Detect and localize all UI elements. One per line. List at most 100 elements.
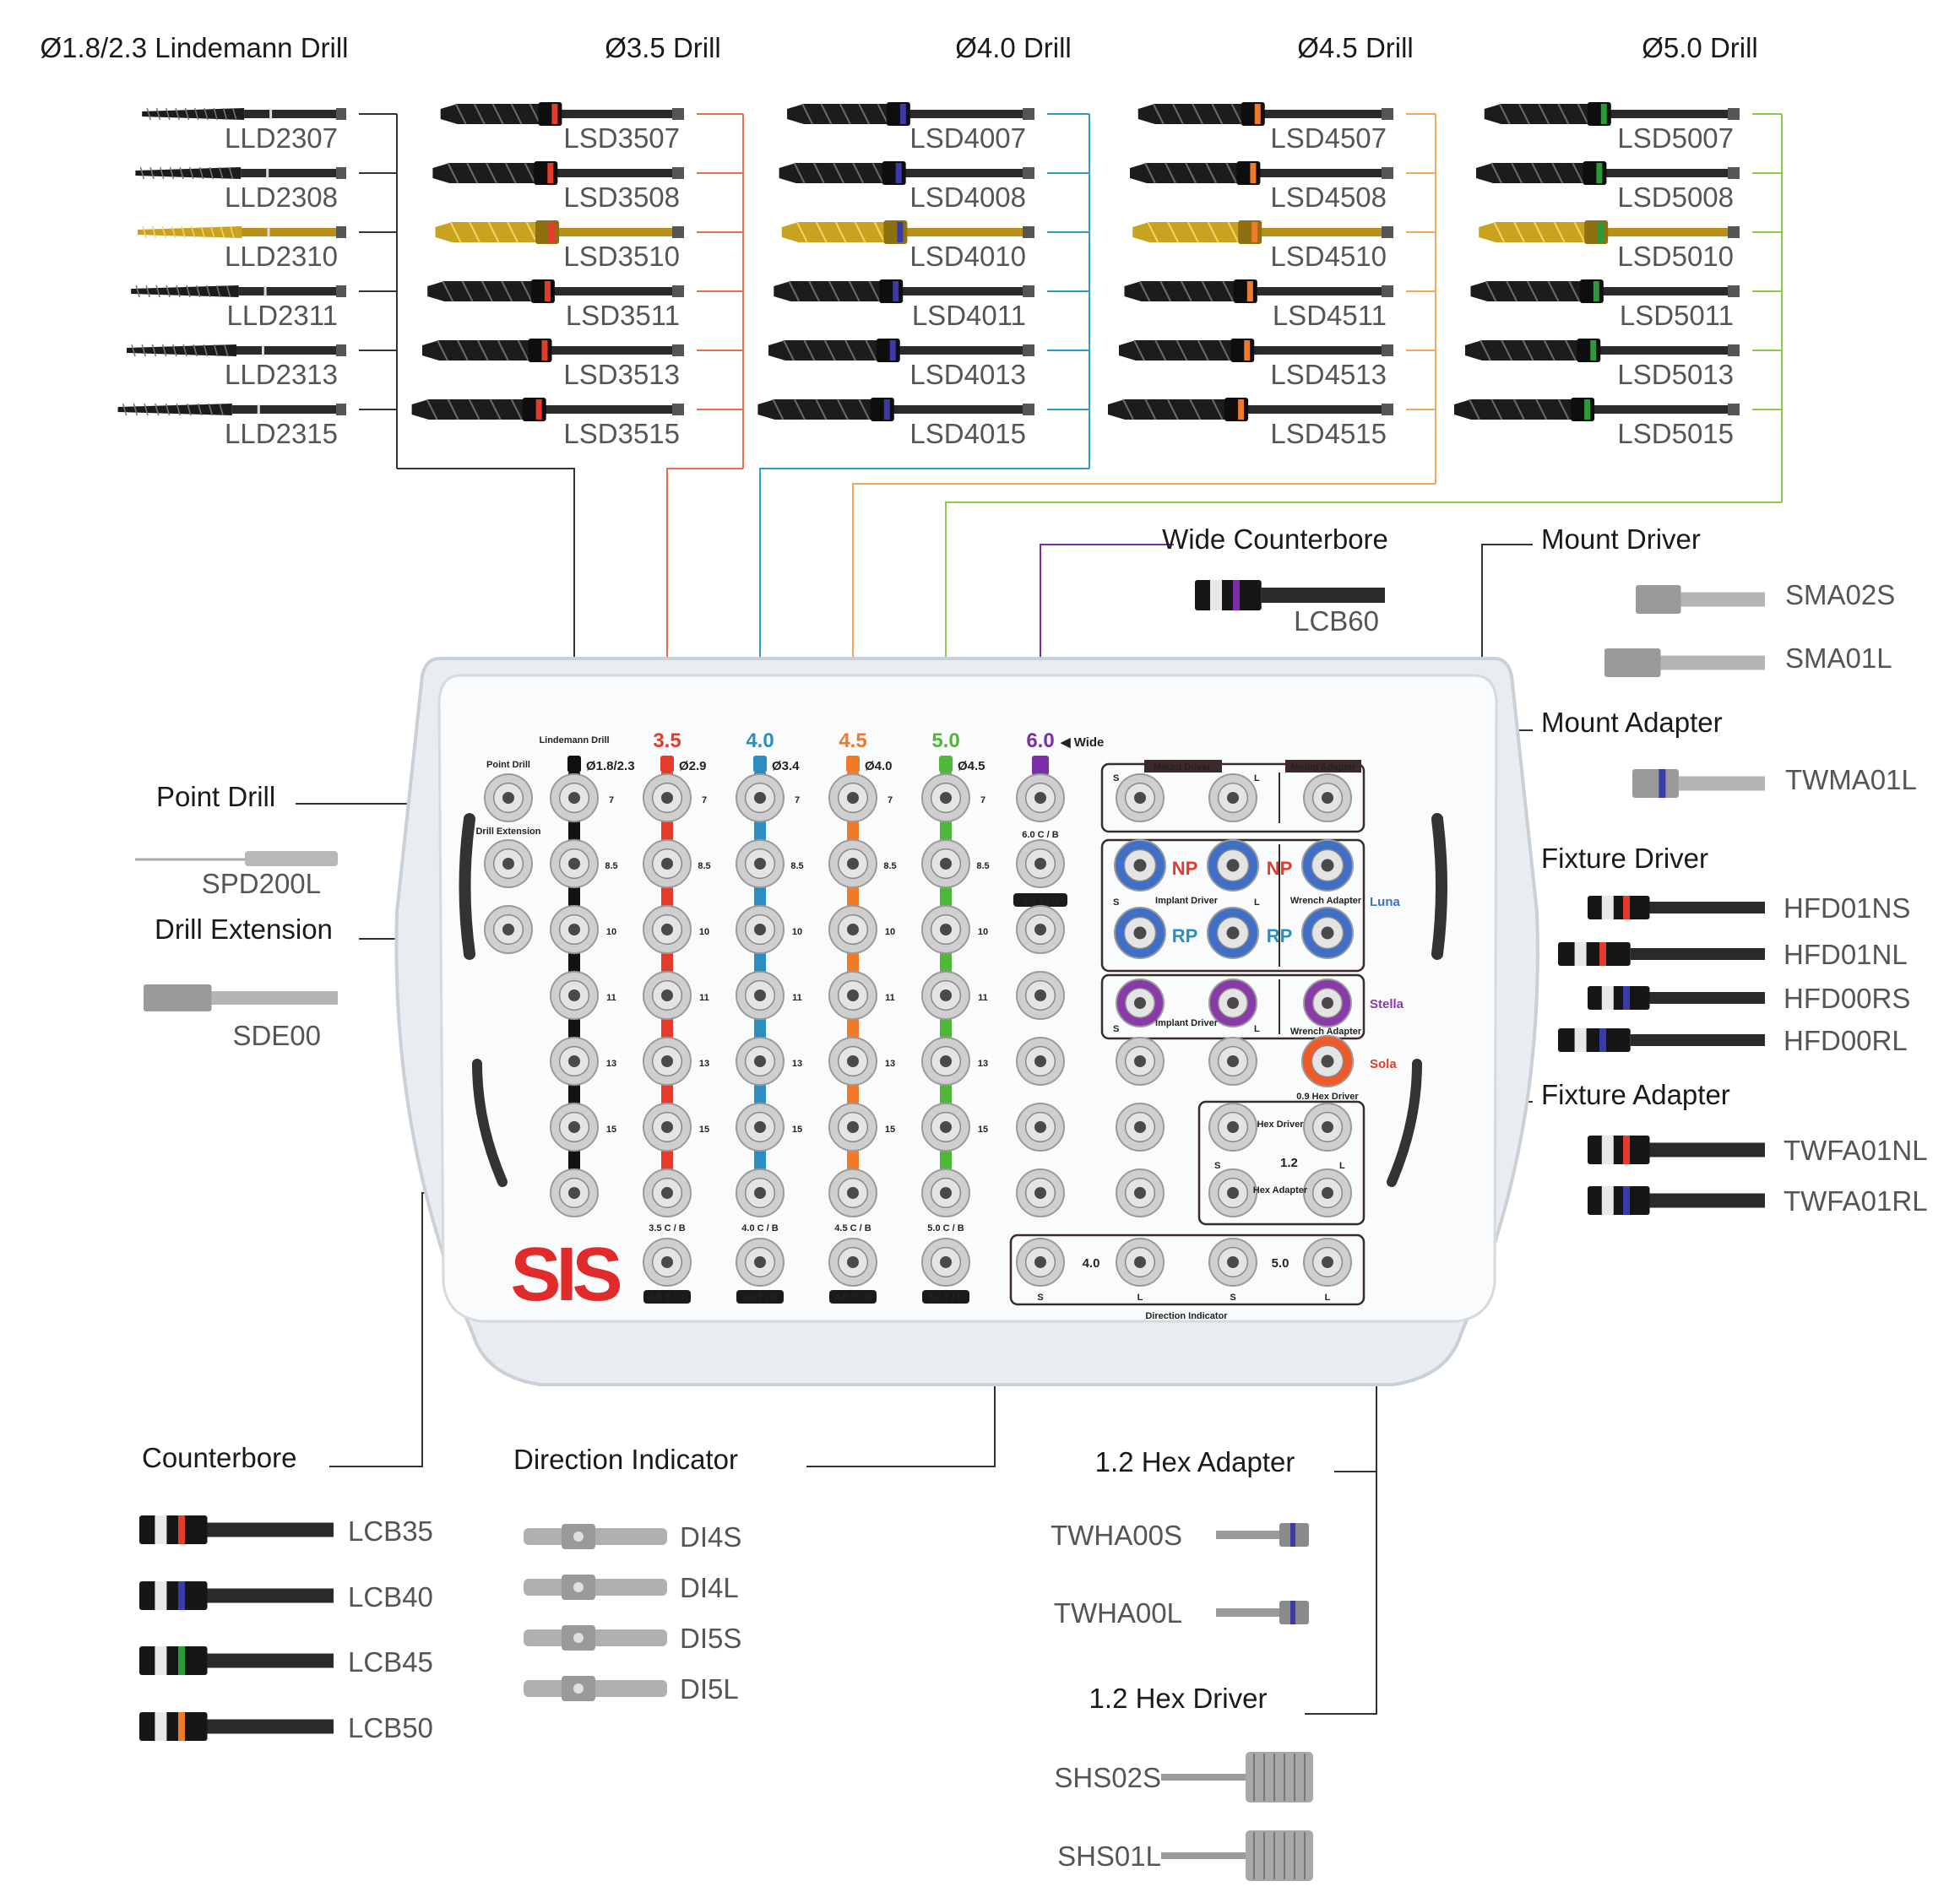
fixture-adapter-icon [1588, 1186, 1765, 1215]
tool-code: LCB60 [1294, 605, 1379, 637]
drill-code: LSD5010 [1617, 241, 1734, 272]
tray-label: Point Drill [486, 760, 530, 770]
tray-label: Implant Driver [1155, 896, 1219, 906]
tray-socket [550, 905, 599, 954]
drill-code: LSD4011 [912, 300, 1026, 331]
tray-socket [550, 773, 599, 822]
depth-label: 10 [606, 927, 616, 937]
tray-label: Wrench Adapter [1290, 1027, 1362, 1037]
drill-code: LSD4510 [1270, 241, 1387, 272]
sola-label: Sola [1370, 1057, 1397, 1071]
tray-socket [484, 839, 533, 888]
tray-socket [828, 905, 877, 954]
tray-socket [828, 1168, 877, 1217]
drill-code: LSD4508 [1270, 182, 1387, 213]
column-color-tab [939, 756, 953, 773]
tray-socket [921, 1103, 970, 1152]
mount-adapter-icon [1632, 769, 1765, 798]
lindemann-drill-icon [142, 107, 346, 121]
tool-code: HFD01NL [1784, 939, 1908, 970]
depth-label: 13 [885, 1059, 895, 1069]
tray-socket [1116, 773, 1165, 822]
column-color-tab [567, 756, 581, 773]
tray-socket [550, 1103, 599, 1152]
drill-extension-icon [144, 984, 338, 1011]
drill-code: LSD3513 [563, 359, 680, 390]
depth-label: 8.5 [698, 861, 710, 871]
depth-label: 8.5 [883, 861, 896, 871]
point-drill-icon [245, 851, 338, 866]
drill-code: LLD2311 [226, 300, 338, 331]
tray-socket [1303, 1103, 1352, 1152]
tray-socket [643, 1168, 692, 1217]
drill-code: LSD3510 [563, 241, 680, 272]
tray-socket [1208, 1168, 1257, 1217]
tool-code: SDE00 [232, 1020, 321, 1051]
td-label: 4.5 T / D [835, 1293, 871, 1303]
drill-code: LSD4513 [1270, 359, 1387, 390]
lindemann-drill-icon [127, 344, 346, 357]
depth-label: 8.5 [790, 861, 803, 871]
tray-socket [550, 839, 599, 888]
depth-label: 7 [980, 795, 985, 805]
tray-socket [484, 905, 533, 954]
direction-indicator-icon [524, 1575, 667, 1600]
drill-bit-icon [774, 279, 1034, 303]
s-label: S [1113, 897, 1119, 908]
tool-code: SPD200L [202, 868, 321, 899]
tray-socket [828, 1238, 877, 1287]
tray-socket [1208, 1103, 1257, 1152]
tool-code: TWMA01L [1785, 764, 1917, 795]
drill-bit-icon [427, 279, 684, 303]
tray-socket [1114, 839, 1166, 892]
tray-socket [643, 971, 692, 1020]
drill-bit-icon [411, 398, 684, 421]
group-title: Ø1.8/2.3 Lindemann Drill [40, 32, 348, 63]
tray-socket [643, 773, 692, 822]
section-title: Drill Extension [155, 913, 333, 945]
tool-code: SMA01L [1785, 642, 1892, 674]
depth-label: 7 [795, 795, 800, 805]
tray-socket [1303, 1238, 1352, 1287]
section-title: Mount Driver [1541, 523, 1701, 555]
tray-socket [736, 1037, 785, 1086]
td-badge [829, 1290, 877, 1304]
depth-label: 10 [978, 927, 988, 937]
depth-label: 10 [699, 927, 709, 937]
tray-socket [1303, 979, 1352, 1027]
drill-code: LSD5011 [1620, 300, 1734, 331]
np-label: NP [1172, 858, 1198, 879]
tray-socket [1116, 1037, 1165, 1086]
column-number: 4.5 [839, 729, 866, 752]
drill-code: LSD5007 [1617, 122, 1734, 154]
tool-code: TWFA01RL [1784, 1185, 1928, 1217]
tray-socket [921, 1168, 970, 1217]
section-title: Wide Counterbore [1162, 523, 1388, 555]
tray-socket [921, 839, 970, 888]
tray-socket [643, 839, 692, 888]
tool-code: DI5L [680, 1673, 739, 1705]
drill-bit-icon [757, 398, 1034, 421]
tray-tab [1144, 760, 1222, 773]
tray-label: Hex Driver [1257, 1119, 1304, 1130]
tray-label: Drill Extension [475, 827, 540, 837]
column-diameter: Ø4.5 [958, 759, 985, 773]
depth-label: 10 [792, 927, 802, 937]
tray-socket [1016, 1238, 1065, 1287]
fixture-adapter-icon [1588, 1136, 1765, 1164]
l-label: L [1254, 773, 1260, 783]
depth-label: 11 [792, 993, 802, 1003]
tray-label: Wrench Adapter [1290, 896, 1362, 906]
tool-code: HFD00RS [1784, 983, 1910, 1014]
tool-code: DI4L [680, 1572, 739, 1603]
hex-driver-icon [1161, 1752, 1313, 1803]
lindemann-drill-icon [131, 285, 346, 298]
drill-bit-icon [1484, 102, 1740, 126]
drill-code: LSD4515 [1270, 418, 1387, 449]
td-label: 4.0 T / D [742, 1293, 778, 1303]
direction-indicator-icon [524, 1625, 667, 1651]
tray-socket [1016, 773, 1065, 822]
direction-indicator-icon [524, 1524, 667, 1549]
drill-bit-icon [768, 339, 1034, 362]
